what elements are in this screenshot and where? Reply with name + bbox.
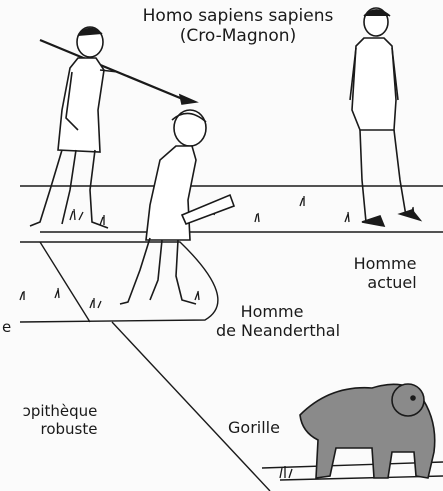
label-cro-magnon-line2: (Cro-Magnon) — [113, 26, 363, 46]
label-neanderthal-line2: de Neanderthal — [188, 321, 368, 340]
label-australopitheque: ɔpithèque robuste — [0, 402, 120, 438]
label-gorille: Gorille — [228, 418, 280, 437]
label-neanderthal: Homme de Neanderthal — [188, 302, 368, 340]
label-homme-actuel-line1: Homme — [340, 254, 430, 273]
label-cro-magnon-line1: Homo sapiens sapiens — [113, 6, 363, 26]
label-australopitheque-line2: robuste — [0, 420, 120, 438]
neanderthal-figure — [120, 110, 234, 304]
label-cro-magnon: Homo sapiens sapiens (Cro-Magnon) — [113, 6, 363, 47]
label-neanderthal-line1: Homme — [176, 302, 368, 321]
label-homme-actuel: Homme actuel — [340, 254, 430, 292]
label-partial-e: e — [2, 318, 11, 336]
label-homme-actuel-line2: actuel — [340, 273, 430, 292]
label-australopitheque-line1: ɔpithèque — [0, 402, 120, 420]
